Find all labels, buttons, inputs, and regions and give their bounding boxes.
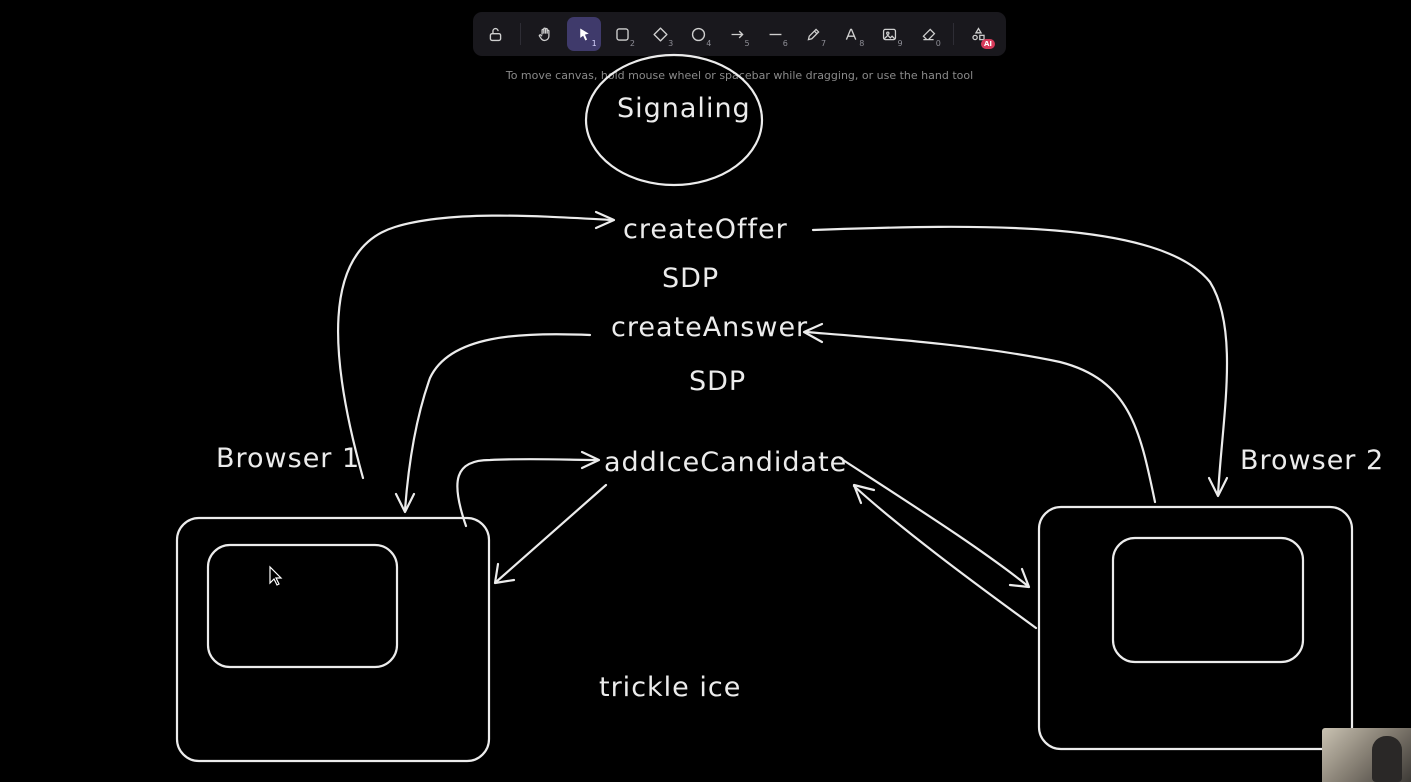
browser2-inner-box[interactable] xyxy=(1111,536,1305,664)
hand-icon xyxy=(539,26,550,41)
shortcut-number: 7 xyxy=(821,39,827,48)
arrow-browser1-to-offer[interactable] xyxy=(336,214,614,480)
arrow-ice-to-browser1[interactable] xyxy=(494,483,608,584)
diamond-tool-button[interactable]: 3 xyxy=(644,17,677,51)
arrowhead xyxy=(852,483,876,505)
browser1-box[interactable] xyxy=(175,516,491,763)
arrow-answer-to-browser1[interactable] xyxy=(403,333,592,512)
arrow-icon xyxy=(731,30,744,38)
shortcut-number: 0 xyxy=(935,39,941,48)
lock-button[interactable] xyxy=(479,17,512,51)
arrowhead xyxy=(594,210,616,230)
presenter-figure xyxy=(1372,736,1402,782)
shortcut-number: 2 xyxy=(629,39,635,48)
sdp-label-1[interactable]: SDP xyxy=(662,263,719,294)
image-icon xyxy=(883,28,897,40)
toolbar-divider xyxy=(952,23,954,45)
toolbar-divider xyxy=(520,23,522,45)
rectangle-tool-button[interactable]: 2 xyxy=(606,17,639,51)
selection-tool-button[interactable]: 1 xyxy=(567,17,601,51)
toolbar: 1 2 3 4 5 6 7 8 9 0 AI xyxy=(473,12,1006,56)
signaling-circle[interactable] xyxy=(584,53,764,187)
diamond-icon xyxy=(653,26,668,42)
sdp-label-2[interactable]: SDP xyxy=(689,366,746,397)
arrowhead xyxy=(802,322,824,344)
shortcut-number: 8 xyxy=(859,39,865,48)
arrow-offer-to-browser2[interactable] xyxy=(811,225,1229,497)
mouse-cursor-icon xyxy=(269,565,283,586)
create-offer-label[interactable]: createOffer xyxy=(623,214,788,245)
arrow-tool-button[interactable]: 5 xyxy=(720,17,753,51)
arrow-ice-to-browser2[interactable] xyxy=(838,456,1030,588)
browser2-label[interactable]: Browser 2 xyxy=(1240,445,1384,476)
shapes-ai-icon xyxy=(972,26,985,40)
shortcut-number: 5 xyxy=(744,39,750,48)
lock-icon xyxy=(489,27,502,41)
arrow-browser1-to-ice[interactable] xyxy=(456,458,600,528)
arrowhead xyxy=(493,562,516,585)
add-ice-candidate-label[interactable]: addIceCandidate xyxy=(604,447,847,478)
shortcut-number: 1 xyxy=(591,39,597,48)
trickle-ice-label[interactable]: trickle ice xyxy=(599,672,741,703)
browser1-label[interactable]: Browser 1 xyxy=(216,443,360,474)
eraser-tool-button[interactable]: 0 xyxy=(912,17,945,51)
eraser-icon xyxy=(922,27,936,40)
image-tool-button[interactable]: 9 xyxy=(873,17,906,51)
signaling-label[interactable]: Signaling xyxy=(617,93,751,124)
line-icon xyxy=(769,33,782,35)
arrowhead xyxy=(394,492,416,514)
arrow-browser2-to-answer[interactable] xyxy=(804,330,1157,504)
create-answer-label[interactable]: createAnswer xyxy=(611,312,808,343)
shortcut-number: 6 xyxy=(782,39,788,48)
shortcut-number: 4 xyxy=(706,39,712,48)
shapes-ai-button[interactable]: AI xyxy=(962,17,996,51)
pencil-icon xyxy=(807,27,820,40)
arrow-browser2-to-ice[interactable] xyxy=(852,484,1038,630)
pencil-tool-button[interactable]: 7 xyxy=(797,17,830,51)
rectangle-icon xyxy=(616,27,629,41)
shortcut-number: 9 xyxy=(897,39,903,48)
shortcut-number: 3 xyxy=(668,39,674,48)
line-tool-button[interactable]: 6 xyxy=(759,17,792,51)
text-icon xyxy=(845,28,857,40)
ellipse-icon xyxy=(692,27,706,41)
ai-badge: AI xyxy=(980,39,996,49)
arrowhead xyxy=(1207,476,1229,498)
browser1-inner-box[interactable] xyxy=(206,543,399,669)
arrowhead xyxy=(1008,567,1031,589)
hand-tool-button[interactable] xyxy=(529,17,562,51)
webcam-preview xyxy=(1322,728,1411,782)
selection-icon xyxy=(579,28,589,40)
text-tool-button[interactable]: 8 xyxy=(835,17,868,51)
browser2-box[interactable] xyxy=(1037,505,1354,751)
ellipse-tool-button[interactable]: 4 xyxy=(682,17,715,51)
arrowhead xyxy=(580,450,601,470)
